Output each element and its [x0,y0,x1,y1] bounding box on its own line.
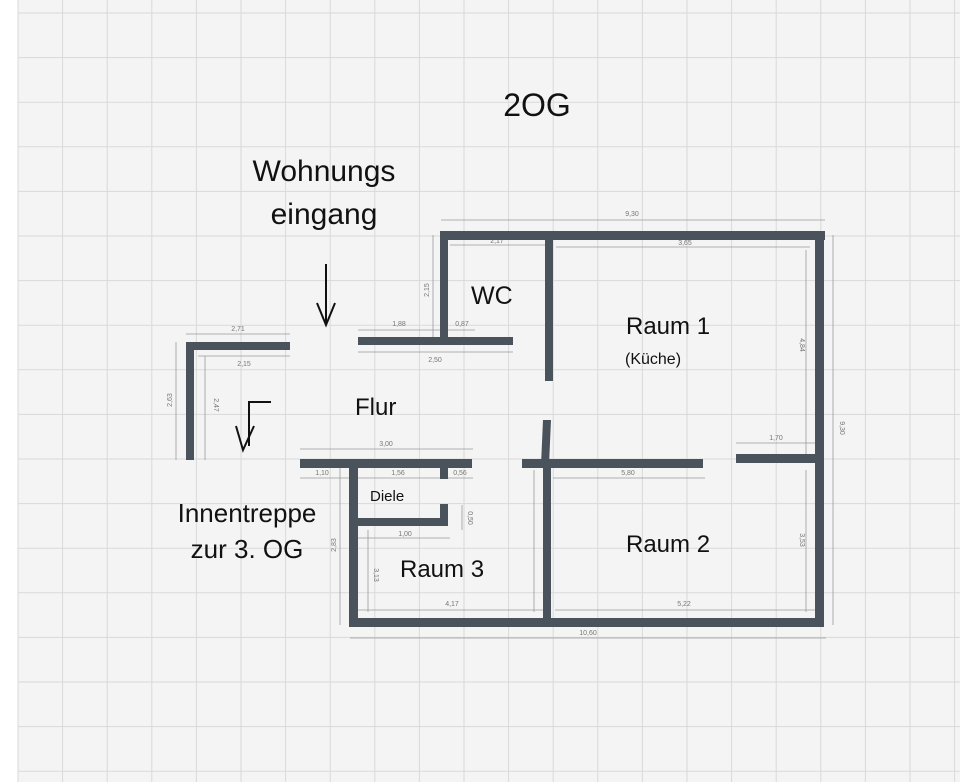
stair-down-arrow-icon [235,401,271,453]
wall-flur-bottom [300,459,472,468]
dim-label: 1,88 [392,321,406,328]
dim-label: 3,53 [798,533,805,547]
room-label-raum1: Raum 1 [626,313,710,340]
dim-label: 2,50 [428,357,442,364]
dim-label: 1,70 [769,435,783,442]
dim-label: 4,84 [798,338,805,352]
dim-label: 5,22 [677,601,691,608]
wall-flur-top [358,337,513,345]
dim-label: 2,15 [424,283,431,297]
dim-label: 3,13 [372,568,379,582]
dim-label: 3,65 [678,240,692,247]
grid-background [18,0,960,782]
stair-label-line2: zur 3. OG [191,534,304,564]
wall-raum1-raum2-left [522,459,703,468]
stair-label-line1: Innentreppe [178,498,317,528]
dim-label: 2,83 [331,538,338,552]
wall-bottom [349,618,824,627]
entrance-arrow-icon [316,264,336,328]
grid-lines [17,0,960,782]
dim-label: 2,71 [231,326,245,333]
dim-label: 2,17 [490,238,504,245]
wall-raum3-raum2 [543,460,551,622]
dim-label: 1,00 [398,531,412,538]
room-label-raum2: Raum 2 [626,531,710,558]
wall-raum1-raum2-right [736,454,819,463]
wall-stair-left [186,342,194,460]
room-label-raum3: Raum 3 [400,556,484,583]
room-label-diele: Diele [370,488,404,505]
wall-stub [440,465,448,479]
walls [186,231,825,627]
room-label-flur: Flur [355,394,396,421]
dimension-lines [175,219,834,639]
dim-label: 0,87 [455,321,469,328]
dim-label: 9,30 [625,211,639,218]
dim-label: 9,30 [838,421,845,435]
dim-label: 5,80 [621,470,635,477]
dim-label: 0,50 [466,511,473,525]
dim-label: 2,63 [167,393,174,407]
entrance-label-line1: Wohnungs [253,155,396,188]
wall-right [815,231,824,627]
dim-label: 0,56 [453,470,467,477]
wall-raum3-left [349,462,358,627]
room-label-wc: WC [471,282,513,310]
wall-top [441,231,825,240]
dim-label: 4,17 [445,601,459,608]
wall-diele [358,518,448,526]
wall-stub-middle [541,420,551,465]
page-title: 2OG [503,87,571,123]
room-label-raum1-sub: (Küche) [625,351,681,368]
entrance-label-line2: eingang [271,198,378,231]
dim-label: 3,00 [379,441,393,448]
dim-label: 10,60 [579,630,597,637]
dim-label: 1,10 [315,470,329,477]
dim-label: 1,56 [391,470,405,477]
dim-label: 2,15 [237,361,251,368]
wall-diele-stub [440,504,448,526]
wall-wc-raum1 [545,238,553,381]
wall-wc-left [440,231,448,345]
dim-label: 2,47 [212,398,219,412]
wall-stair-top [186,342,290,350]
dimension-labels: 9,30 2,17 3,65 2,15 1,88 0,87 2,50 2,71 … [167,211,845,637]
